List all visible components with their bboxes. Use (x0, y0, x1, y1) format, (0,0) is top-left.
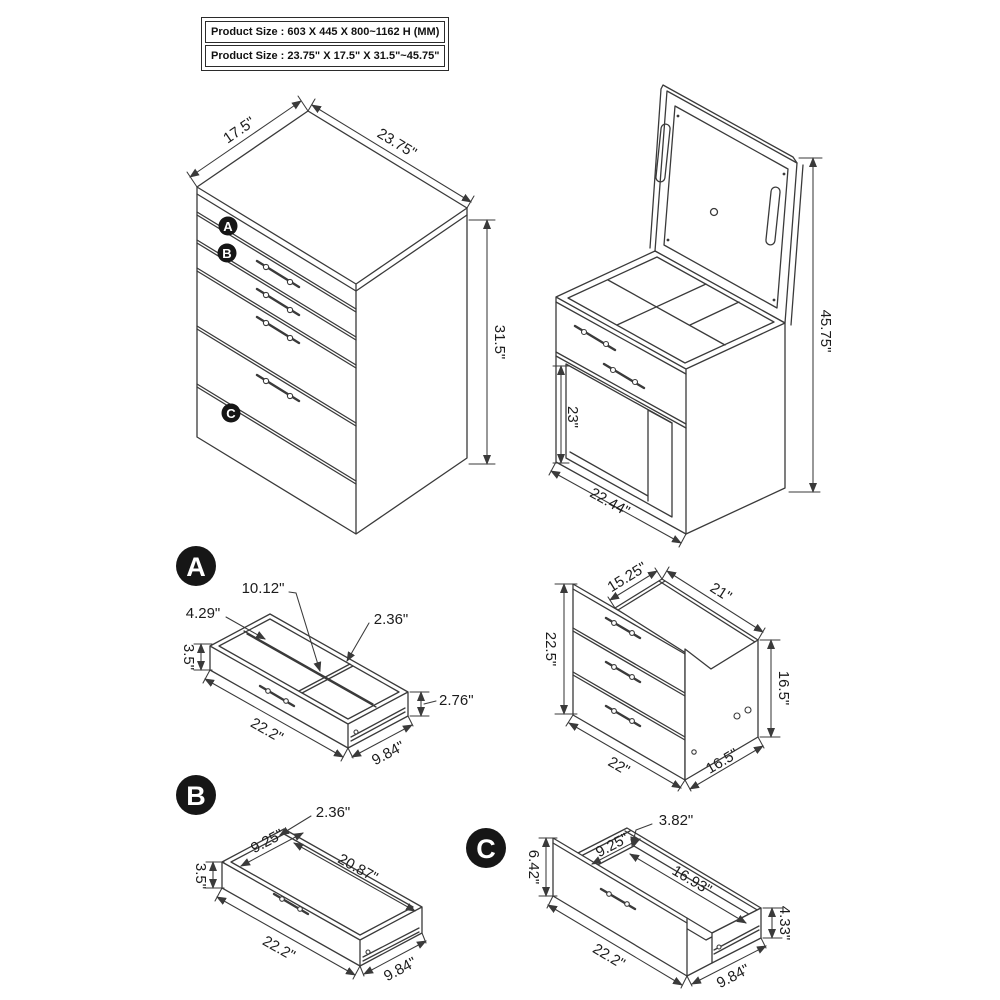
open-vanity-view: 23" 45.75" 22.44" (548, 84, 834, 548)
vanity-mirror-screws (666, 114, 786, 302)
drawer-c-wall-leader (630, 823, 653, 847)
drawer-b-detail-view: 2.36" 9.25" 20.87" 3.5" 22.2" 9.84" (192, 804, 427, 985)
drawer-a-cam-lock-icon (353, 729, 359, 735)
drawer-b-depth-dim (363, 940, 427, 975)
drawer-a-left-leader (225, 616, 266, 640)
section-badge-b: B (176, 775, 216, 815)
vanity-opening-label: 23" (564, 406, 581, 428)
unit-top-depth-dim (609, 570, 658, 601)
vanity-height-label: 45.75" (817, 310, 834, 353)
section-c-circle-icon (466, 828, 506, 868)
drawer-c-detail-view: 3.82" 9.25" 16.93" 6.42" 4.33" 22.2" 9.8… (525, 812, 793, 992)
badge-a-circle-icon (218, 216, 238, 236)
chest-depth-label: 17.5" (220, 114, 258, 148)
vanity-mirror (663, 105, 789, 309)
drawer-a-compartment-label: 10.12" (242, 580, 285, 597)
closed-chest-view: A B C 17.5" 23.75" 31.5" (186, 95, 508, 535)
badge-b-letter: B (222, 246, 231, 261)
vanity-width-dim-line (550, 470, 682, 544)
drawer-a-front-height-label: 3.5" (180, 644, 197, 670)
badge-a-letter: A (223, 219, 233, 234)
drawer-b-width-label: 22.2" (260, 933, 298, 965)
unit-top-width-dim (666, 570, 764, 633)
chest-depth-dim-line (189, 100, 302, 178)
drawer-c-back-height-label: 4.33" (776, 906, 793, 941)
section-b-circle-icon (176, 775, 216, 815)
section-c-letter: C (476, 834, 496, 864)
drawer-a-left-compartment-label: 4.29" (186, 605, 221, 622)
badge-b-circle-icon (217, 243, 237, 263)
section-a-circle-icon (176, 546, 216, 586)
drawer-a-dividers (243, 630, 377, 708)
drawer-b-wall-label: 2.36" (316, 804, 351, 821)
drawer-b-depth-label: 9.84" (381, 954, 419, 985)
chest-drawer-handles (255, 259, 301, 403)
chest-depth-extensions (186, 95, 309, 188)
drawer-a-divider-label: 2.36" (374, 611, 409, 628)
drawer-b-front-height-label: 3.5" (192, 863, 209, 889)
drawer-a-depth-dim (351, 724, 413, 758)
unit-side-face (684, 639, 759, 781)
drawer-c-cam-lock-icon (716, 944, 722, 950)
drawer-b-width-dim (216, 896, 356, 976)
vanity-drawer-divider (555, 351, 687, 429)
drawer-c-wall-label: 3.82" (659, 812, 694, 829)
unit-front-height-label: 22.5" (542, 632, 559, 667)
unit-front-slab-edge (572, 588, 686, 655)
section-badge-c: C (466, 828, 506, 868)
drawer-a-back-height-label: 2.76" (439, 692, 474, 709)
vanity-led-strip-right (765, 186, 781, 246)
section-b-letter: B (186, 781, 206, 811)
chest-drawer-dividers (196, 211, 357, 485)
section-a-letter: A (186, 552, 206, 582)
chest-width-dim-line (311, 104, 472, 203)
vanity-front-slab-edge (555, 301, 687, 375)
drawer-b-inner-depth-dim (240, 832, 304, 867)
badge-a-callout: A (218, 216, 238, 236)
drawer-c-depth-dim (691, 945, 767, 985)
chest-top-slab-edge (196, 193, 468, 292)
drawer-a-depth-label: 9.84" (369, 738, 407, 769)
vanity-led-strip-left (655, 123, 671, 183)
vanity-touch-button-icon (709, 207, 719, 217)
drawer-c-front-height-label: 6.42" (525, 850, 542, 885)
drawer-a-back-height-leader (423, 700, 437, 705)
drawer-a-width-dim (204, 678, 344, 758)
product-size-mm: Product Size : 603 X 445 X 800~1162 H (M… (205, 21, 446, 43)
drawer-a-compartment-leader (288, 591, 322, 672)
unit-bottom-width-dim (568, 722, 682, 789)
drawer-c-inner-width-dim (629, 853, 747, 924)
drawer-a-detail-view: 10.12" 4.29" 2.36" 3.5" 22.2" 9.84" 2.76… (180, 580, 474, 769)
drawer-b-wall-leader (279, 815, 312, 836)
unit-top-width-label: 21" (707, 579, 735, 605)
vanity-drawer-handles (573, 324, 646, 390)
chest-height-label: 31.5" (491, 325, 508, 360)
product-size-table: Product Size : 603 X 445 X 800~1162 H (M… (201, 17, 450, 71)
unit-side-height-label: 16.5" (775, 671, 792, 706)
unit-drawer-dividers (572, 627, 686, 741)
badge-c-callout: C (221, 403, 241, 423)
product-size-inches: Product Size : 23.75" X 17.5" X 31.5"~45… (205, 45, 446, 67)
badge-c-circle-icon (221, 403, 241, 423)
badge-b-callout: B (217, 243, 237, 263)
drawer-a-width-label: 22.2" (248, 715, 286, 747)
drawer-c-inner-depth-dim (591, 838, 641, 865)
section-badge-a: A (176, 546, 216, 586)
vanity-tray-rim (567, 256, 775, 364)
drawer-b-inner-width-dim (293, 842, 416, 912)
drawer-c-width-dim (547, 904, 683, 986)
vanity-tray-dividers (607, 279, 740, 346)
vanity-lid-thickness (649, 84, 804, 326)
drawer-c-depth-label: 9.84" (714, 961, 752, 992)
drawer-c-width-label: 22.2" (590, 940, 628, 972)
three-drawer-unit-view: 15.25" 21" 22.5" 16.5" 22" 16.5" (542, 559, 792, 792)
unit-bottom-depth-dim (689, 745, 764, 790)
drawer-b-cam-lock-icon (365, 949, 371, 955)
badge-c-letter: C (226, 406, 236, 421)
drawer-a-divider-leader (346, 622, 370, 662)
